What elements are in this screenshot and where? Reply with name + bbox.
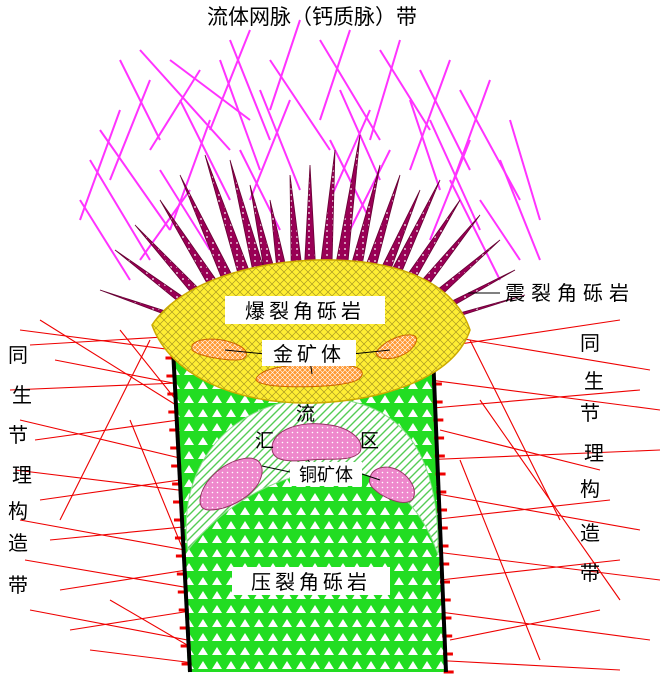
burst-breccia-label: 爆裂角砾岩 bbox=[245, 299, 365, 323]
fluid-vein-line bbox=[109, 79, 151, 181]
left-label-char: 带 bbox=[8, 573, 28, 597]
fluid-vein-line bbox=[159, 169, 211, 251]
fluid-vein-line bbox=[219, 59, 261, 171]
copper-ore-body-center bbox=[271, 423, 362, 462]
copper-ore-body-left bbox=[199, 457, 263, 511]
fracture-line bbox=[424, 609, 651, 641]
left-label-char: 构 bbox=[8, 499, 28, 523]
right-label-char: 同 bbox=[580, 331, 600, 355]
right-label-char: 理 bbox=[584, 441, 604, 465]
pressure-breccia-label: 压裂角砾岩 bbox=[251, 570, 371, 594]
fluid-vein-line bbox=[379, 49, 431, 131]
copper-ore-leader-left bbox=[261, 465, 291, 473]
fracture-line bbox=[414, 489, 641, 531]
fracture-line bbox=[409, 389, 641, 411]
burst-breccia-label-bg bbox=[225, 296, 385, 324]
fluid-vein-line bbox=[89, 159, 151, 261]
gold-ore-body-left bbox=[191, 338, 247, 361]
copper-ore-label: 铜矿体 bbox=[299, 465, 353, 486]
fluid-vein-line bbox=[429, 139, 471, 241]
left-label-char: 同 bbox=[8, 343, 28, 367]
fluid-vein-line bbox=[139, 49, 231, 151]
fluid-vein-line bbox=[269, 19, 301, 111]
fluid-vein-line bbox=[459, 89, 521, 201]
right-label-char: 节 bbox=[580, 401, 600, 425]
left-label-char: 造 bbox=[8, 531, 28, 555]
fluid-vein-line bbox=[149, 69, 201, 151]
body-right-boundary bbox=[430, 329, 448, 673]
fluid-vein-line bbox=[269, 59, 331, 151]
fracture-line bbox=[439, 429, 601, 471]
fluid-vein-line bbox=[79, 109, 121, 221]
fracture-line bbox=[479, 399, 621, 601]
fluid-vein-line bbox=[169, 59, 251, 121]
fluid-vein-line bbox=[209, 29, 251, 131]
fluid-vein-line bbox=[369, 39, 401, 141]
fluid-vein-line bbox=[479, 199, 521, 261]
fluid-vein-line bbox=[119, 59, 161, 141]
copper-ore-label-bg bbox=[290, 462, 362, 486]
fluid-vein-network bbox=[79, 19, 541, 281]
fluid-vein-line bbox=[449, 179, 501, 281]
right-label-char: 生 bbox=[584, 369, 604, 393]
fracture-line bbox=[59, 339, 151, 521]
fluid-vein-line bbox=[259, 89, 301, 191]
fluid-vein-line bbox=[229, 39, 271, 141]
fluid-vein-line bbox=[419, 69, 471, 171]
fluid-vein-line bbox=[349, 149, 391, 231]
zone-label: 区 bbox=[360, 430, 379, 452]
body-left-boundary bbox=[170, 329, 192, 673]
fluid-vein-line bbox=[409, 59, 451, 171]
fracture-line bbox=[39, 319, 201, 421]
fluid-vein-line bbox=[319, 39, 381, 141]
fluid-vein-line bbox=[99, 129, 171, 231]
fracture-line bbox=[429, 499, 611, 521]
fracture-line bbox=[459, 459, 541, 661]
right-label-char: 带 bbox=[580, 561, 600, 585]
gold-ore-leader-right bbox=[351, 349, 391, 355]
fracture-line bbox=[449, 609, 601, 641]
fluid-vein-line bbox=[509, 119, 541, 221]
seismic-breccia-label: 震裂角砾岩 bbox=[505, 281, 635, 305]
fracture-line bbox=[419, 449, 661, 461]
gold-ore-body-right bbox=[375, 334, 417, 360]
flow-label: 流 bbox=[296, 403, 315, 425]
fluid-vein-line bbox=[329, 139, 371, 221]
copper-ore-leader-right bbox=[361, 473, 381, 481]
fracture-line bbox=[429, 659, 621, 671]
right-side-label: 同 生 节 理 构 造 带 bbox=[580, 331, 604, 585]
right-label-char: 造 bbox=[580, 521, 600, 545]
fracture-line bbox=[439, 559, 621, 581]
fluid-vein-line bbox=[409, 99, 441, 191]
left-label-char: 理 bbox=[12, 463, 32, 487]
pressure-breccia-label-bg bbox=[232, 567, 390, 595]
burst-breccia-lens bbox=[151, 259, 471, 404]
fluid-vein-line bbox=[169, 119, 211, 231]
fluid-vein-line bbox=[329, 109, 371, 201]
fluid-vein-line bbox=[179, 99, 231, 201]
left-label-char: 生 bbox=[12, 383, 32, 407]
fluid-vein-line bbox=[319, 29, 351, 121]
gold-ore-label-bg bbox=[262, 340, 356, 366]
copper-ore-body-right bbox=[369, 466, 415, 503]
fluid-vein-line bbox=[139, 189, 191, 261]
diagram-title: 流体网脉（钙质脉）带 bbox=[207, 5, 417, 29]
fracture-line bbox=[469, 339, 561, 521]
fracture-line bbox=[419, 549, 661, 581]
fracture-line bbox=[429, 379, 661, 411]
left-label-char: 节 bbox=[8, 423, 28, 447]
right-label-char: 构 bbox=[580, 477, 600, 501]
left-side-label: 同 生 节 理 构 造 带 bbox=[8, 343, 32, 597]
confluence-label: 汇 bbox=[255, 430, 274, 452]
fluid-vein-line bbox=[499, 159, 541, 261]
fluid-vein-line bbox=[79, 199, 131, 281]
gold-ore-leader-left bbox=[224, 349, 266, 355]
gold-ore-label: 金矿体 bbox=[273, 342, 345, 366]
